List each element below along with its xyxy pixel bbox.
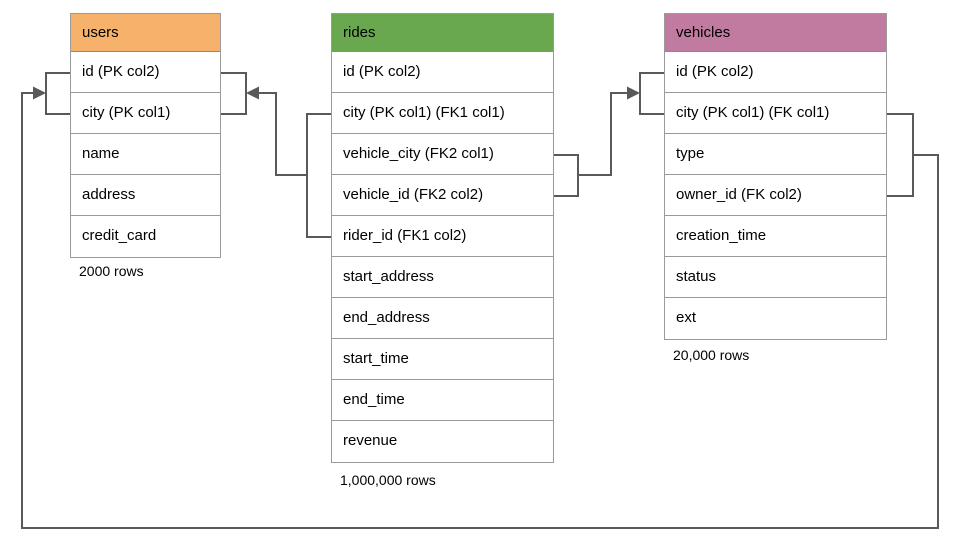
users-column-id: id (PK col2): [71, 52, 220, 93]
rides-column-city: city (PK col1) (FK1 col1): [332, 93, 553, 134]
rides-column-id: id (PK col2): [332, 52, 553, 93]
table-vehicles: vehicles id (PK col2) city (PK col1) (FK…: [664, 13, 887, 340]
rides-column-start-address: start_address: [332, 257, 553, 298]
vehicles-fk-to-users-line: [21, 92, 939, 529]
rides-column-vehicle-city: vehicle_city (FK2 col1): [332, 134, 553, 175]
vehicles-column-status: status: [665, 257, 886, 298]
rides-fk2-bracket-right: [554, 154, 579, 197]
rides-row-count: 1,000,000 rows: [340, 472, 436, 488]
vehicles-column-type: type: [665, 134, 886, 175]
table-rides: rides id (PK col2) city (PK col1) (FK1 c…: [331, 13, 554, 463]
rides-fk2-to-vehicles-line: [578, 92, 632, 176]
rides-column-rider-id: rider_id (FK1 col2): [332, 216, 553, 257]
users-column-name: name: [71, 134, 220, 175]
users-column-credit-card: credit_card: [82, 227, 157, 244]
table-users: users id (PK col2) city (PK col1) name a…: [70, 13, 221, 258]
vehicles-column-owner-id: owner_id (FK col2): [665, 175, 886, 216]
users-column-address: address: [71, 175, 220, 216]
arrowhead-into-users-right: [246, 86, 259, 100]
table-rides-header: rides: [332, 14, 553, 52]
table-vehicles-header: vehicles: [665, 14, 886, 52]
rides-column-start-time: start_time: [332, 339, 553, 380]
users-row-count: 2000 rows: [79, 263, 144, 279]
rides-fk1-bracket-left: [306, 113, 331, 238]
users-column-city: city (PK col1): [71, 93, 220, 134]
users-pk-bracket-left: [45, 72, 70, 115]
users-pk-bracket-right: [220, 72, 247, 115]
vehicles-column-ext: ext: [676, 309, 697, 326]
table-users-header: users: [71, 14, 220, 52]
vehicles-row-count: 20,000 rows: [673, 347, 750, 363]
vehicles-column-creation-time: creation_time: [665, 216, 886, 257]
rides-column-end-address: end_address: [332, 298, 553, 339]
rides-column-revenue: revenue: [343, 432, 398, 449]
rides-fk1-to-users-line: [254, 92, 307, 176]
vehicles-pk-bracket-left: [639, 72, 664, 115]
arrowhead-into-users-left: [33, 86, 46, 100]
rides-column-vehicle-id: vehicle_id (FK2 col2): [332, 175, 553, 216]
arrowhead-into-vehicles-left: [627, 86, 640, 100]
vehicles-fk-bracket-right: [887, 113, 914, 197]
vehicles-column-city: city (PK col1) (FK col1): [665, 93, 886, 134]
rides-column-end-time: end_time: [332, 380, 553, 421]
vehicles-column-id: id (PK col2): [665, 52, 886, 93]
